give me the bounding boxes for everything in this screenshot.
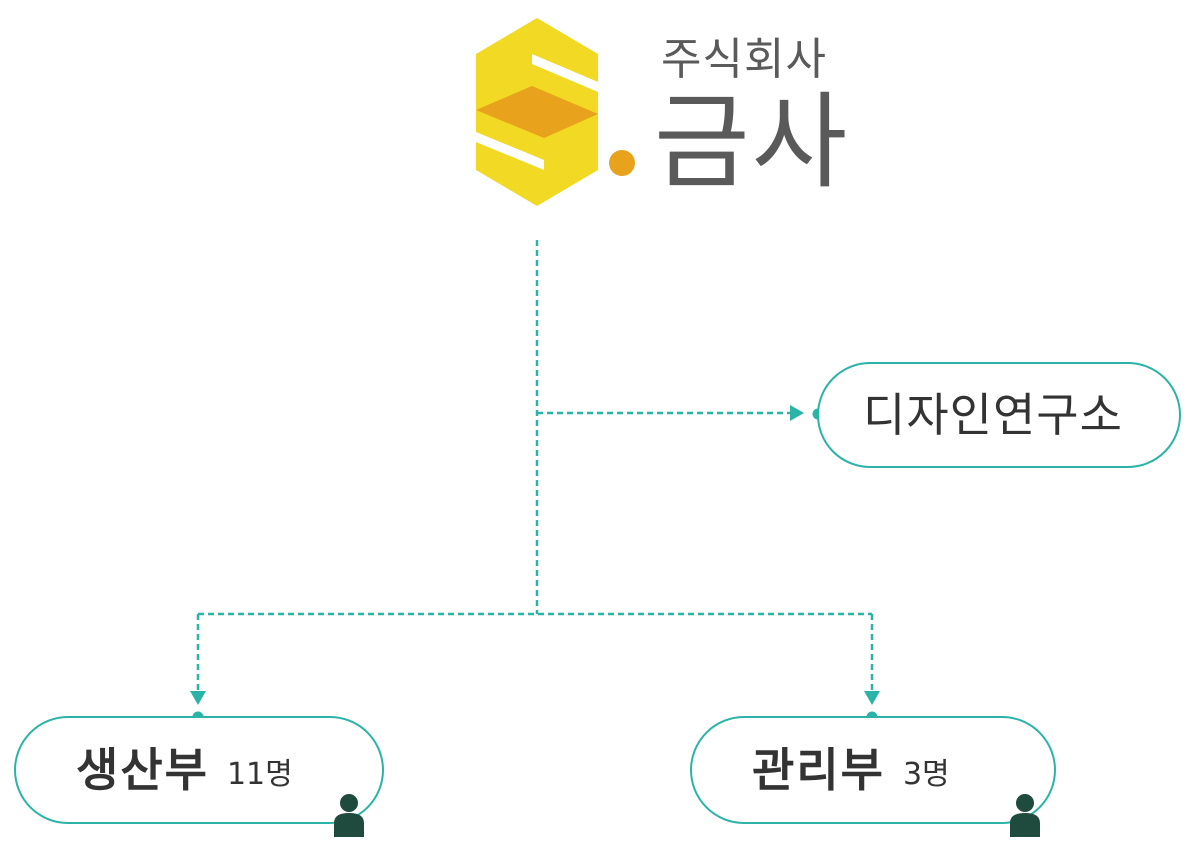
dept-label: 생산부 xyxy=(76,743,209,797)
company-name: 금사 xyxy=(654,81,850,203)
dept-headcount: 3명 xyxy=(902,757,950,792)
dept-node-design-lab: 디자인연구소 xyxy=(817,362,1181,468)
dept-node-management: 관리부 3명 xyxy=(690,716,1056,824)
person-icon xyxy=(1010,794,1040,837)
dept-label: 디자인연구소 xyxy=(863,388,1123,442)
arrow-prod-icon xyxy=(190,691,206,705)
arrow-mgmt-icon xyxy=(864,691,880,705)
dept-label: 관리부 xyxy=(752,743,885,797)
person-icon xyxy=(334,794,364,837)
dept-node-production: 생산부 11명 xyxy=(14,716,384,824)
dept-headcount: 11명 xyxy=(226,757,293,792)
hexagon-s-logo-icon xyxy=(476,18,598,206)
logo-dot-icon xyxy=(609,150,635,176)
company-prefix: 주식회사 xyxy=(661,34,827,85)
arrow-lab-icon xyxy=(790,405,804,421)
